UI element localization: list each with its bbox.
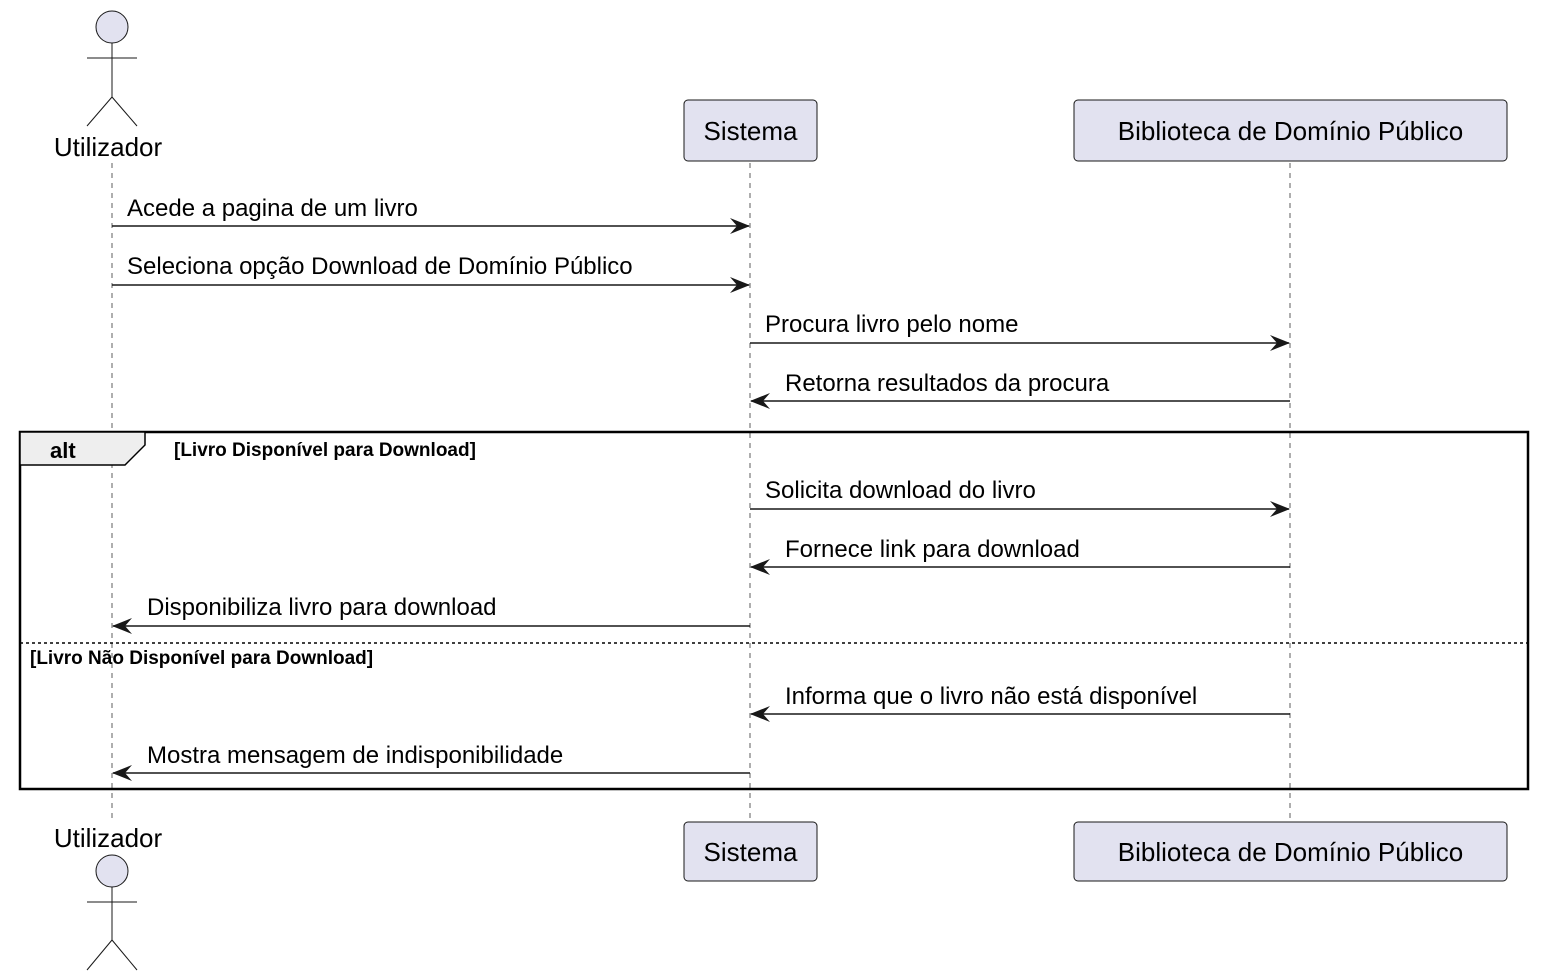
actor-name: Utilizador bbox=[54, 132, 163, 162]
message-label: Retorna resultados da procura bbox=[785, 370, 1110, 397]
actor-utilizador-bottom: Utilizador bbox=[54, 823, 163, 971]
actor-name: Utilizador bbox=[54, 823, 163, 853]
fragment-guard-2: [Livro Não Disponível para Download] bbox=[30, 648, 373, 669]
message-label: Seleciona opção Download de Domínio Públ… bbox=[127, 253, 633, 280]
fragment-keyword: alt bbox=[50, 438, 76, 463]
message-1: Acede a pagina de um livro bbox=[112, 195, 750, 234]
message-2: Seleciona opção Download de Domínio Públ… bbox=[112, 253, 750, 293]
participant-sistema-bottom: Sistema bbox=[683, 821, 818, 882]
message-label: Acede a pagina de um livro bbox=[127, 195, 418, 222]
participants-bottom: Utilizador Sistema Biblioteca de Domínio… bbox=[54, 821, 1508, 971]
participants-top: Utilizador Sistema Biblioteca de Domínio… bbox=[54, 10, 1508, 162]
message-5: Solicita download do livro bbox=[750, 477, 1290, 517]
message-9: Mostra mensagem de indisponibilidade bbox=[112, 742, 750, 781]
participant-name: Sistema bbox=[704, 837, 798, 867]
fragment-tab bbox=[19, 431, 146, 466]
participant-biblioteca-bottom: Biblioteca de Domínio Público bbox=[1073, 821, 1508, 882]
message-6: Fornece link para download bbox=[750, 536, 1290, 575]
message-label: Mostra mensagem de indisponibilidade bbox=[147, 742, 563, 769]
alt-fragment: alt [Livro Disponível para Download] [Li… bbox=[18, 430, 1530, 791]
message-7: Disponibiliza livro para download bbox=[112, 594, 750, 634]
participant-biblioteca-top: Biblioteca de Domínio Público bbox=[1073, 99, 1508, 162]
actor-icon bbox=[86, 10, 138, 127]
participant-sistema-top: Sistema bbox=[683, 99, 818, 162]
message-label: Disponibiliza livro para download bbox=[147, 594, 497, 621]
message-label: Fornece link para download bbox=[785, 536, 1080, 563]
participant-name: Biblioteca de Domínio Público bbox=[1118, 116, 1463, 146]
message-label: Procura livro pelo nome bbox=[765, 311, 1018, 338]
fragment-guard-1: [Livro Disponível para Download] bbox=[174, 440, 476, 461]
message-4: Retorna resultados da procura bbox=[750, 370, 1290, 409]
participant-name: Sistema bbox=[704, 116, 798, 146]
message-3: Procura livro pelo nome bbox=[750, 311, 1290, 351]
actor-icon bbox=[86, 854, 138, 971]
fragment-frame bbox=[18, 430, 1530, 791]
message-label: Solicita download do livro bbox=[765, 477, 1036, 504]
message-8: Informa que o livro não está disponível bbox=[750, 683, 1290, 722]
participant-name: Biblioteca de Domínio Público bbox=[1118, 837, 1463, 867]
messages: Acede a pagina de um livro Seleciona opç… bbox=[112, 195, 1290, 781]
actor-utilizador-top: Utilizador bbox=[54, 10, 163, 162]
message-label: Informa que o livro não está disponível bbox=[785, 683, 1197, 710]
